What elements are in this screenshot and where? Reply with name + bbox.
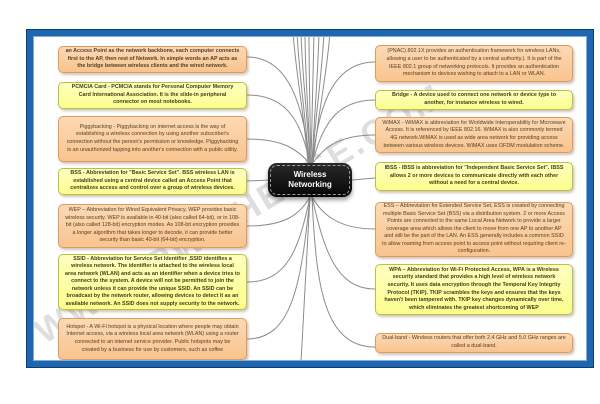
node-wpa: WPA – Abbreviation for Wi-Fi Protected A… [375,264,573,315]
node-ssid-text: SSID - Abbreviation for Service Set Iden… [65,255,240,307]
node-bss-text: BSS - Abbreviation for "Basic Service Se… [70,170,235,192]
node-wimax: WiMAX - WiMAX is abbreviation for Worldw… [375,117,573,153]
node-ssid: SSID - Abbreviation for Service Set Iden… [58,254,247,310]
node-piggybacking-text: Piggybacking - Piggybacking on internet … [66,123,239,153]
node-ess-text: ESS – Abbreviation for Extended Service … [382,203,566,255]
node-bridge-text: Bridge - A device used to connect one ne… [391,92,557,106]
node-bridge: Bridge - A device used to connect one ne… [375,90,573,110]
node-access-point: an Access Point as the network backbone,… [58,46,247,73]
node-dual-band-text: Dual-band - Wireless routers that offer … [382,335,566,349]
node-access-point-text: an Access Point as the network backbone,… [65,48,240,70]
node-wimax-text: WiMAX - WiMAX is abbreviation for Worldw… [382,119,566,149]
node-pcmcia: PCMCIA Card - PCMCIA stands for Personal… [58,82,247,109]
node-dual-band: Dual-band - Wireless routers that offer … [375,333,573,353]
node-pcmcia-text: PCMCIA Card - PCMCIA stands for Personal… [71,84,234,106]
node-hotspot: Hotspot - A Wi-Fi hotspot is a physical … [58,318,247,360]
node-ess: ESS – Abbreviation for Extended Service … [375,202,573,257]
node-wep: WEP – Abbreviation for Wired Equivalent … [58,204,247,248]
node-wep-text: WEP – Abbreviation for Wired Equivalent … [65,207,240,244]
node-piggybacking: Piggybacking - Piggybacking on internet … [58,116,247,162]
central-node-label: Wireless Networking [288,170,332,189]
central-node-wireless-networking: Wireless Networking [268,163,352,197]
node-wpa-text: WPA – Abbreviation for Wi-Fi Protected A… [384,266,564,311]
node-bss: BSS - Abbreviation for "Basic Service Se… [58,168,247,195]
node-8021x: (PNAC).802.1X provides an authentication… [375,45,573,82]
node-ibss-text: IBSS - IBSS is abbreviation for "Indepen… [384,165,564,187]
node-ibss: IBSS - IBSS is abbreviation for "Indepen… [375,162,573,191]
node-hotspot-text: Hotspot - A Wi-Fi hotspot is a physical … [66,323,239,353]
node-8021x-text: (PNAC).802.1X provides an authentication… [386,48,562,78]
